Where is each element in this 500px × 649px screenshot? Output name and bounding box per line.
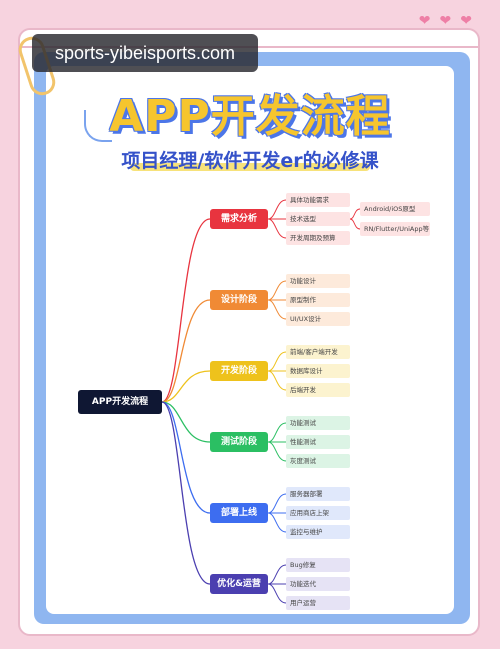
connector-line bbox=[161, 401, 211, 443]
connector-line bbox=[267, 299, 287, 320]
highlight-marker bbox=[130, 163, 370, 171]
hearts-decoration: ❤ ❤ ❤ bbox=[419, 14, 472, 28]
connector-line bbox=[267, 493, 287, 514]
mindmap-leaf: Bug修复 bbox=[286, 558, 350, 572]
mindmap-leaf: 前端/客户端开发 bbox=[286, 345, 350, 359]
curved-arrow-icon bbox=[84, 110, 112, 142]
connector-line bbox=[267, 370, 287, 391]
mindmap-stage: 开发阶段 bbox=[210, 361, 268, 381]
mindmap-leaf: 原型制作 bbox=[286, 293, 350, 307]
connector-line bbox=[267, 280, 287, 301]
watermark: sports-yibeisports.com bbox=[32, 34, 258, 72]
connector-line bbox=[267, 218, 287, 239]
connector-line bbox=[161, 401, 211, 585]
connector-line bbox=[267, 422, 287, 443]
connector-line bbox=[161, 401, 211, 514]
page-title: APP开发流程 bbox=[109, 91, 391, 142]
connector-line bbox=[267, 351, 287, 372]
mindmap-leaf: 开发周期及预算 bbox=[286, 231, 350, 245]
mindmap-leaf: 功能测试 bbox=[286, 416, 350, 430]
mindmap-leaf: 监控与维护 bbox=[286, 525, 350, 539]
heart-icon: ❤ bbox=[418, 13, 431, 29]
connector-line bbox=[267, 512, 287, 533]
connector-line bbox=[349, 208, 361, 220]
heart-icon: ❤ bbox=[439, 13, 452, 29]
connector-line bbox=[267, 441, 287, 462]
mindmap-leaf: 功能迭代 bbox=[286, 577, 350, 591]
mindmap-subleaf: RN/Flutter/UniApp等 bbox=[360, 222, 430, 236]
mindmap-leaf: 灰度测试 bbox=[286, 454, 350, 468]
mindmap-stage: 优化&运营 bbox=[210, 574, 268, 594]
connector-line bbox=[267, 199, 287, 220]
connector-line bbox=[267, 583, 287, 604]
mindmap-leaf: 服务器部署 bbox=[286, 487, 350, 501]
mindmap-leaf: 功能设计 bbox=[286, 274, 350, 288]
connector-line bbox=[349, 218, 361, 230]
mindmap-leaf: UI/UX设计 bbox=[286, 312, 350, 326]
mindmap-leaf: 技术选型 bbox=[286, 212, 350, 226]
page-subtitle: 项目经理/软件开发er的必修课 bbox=[121, 150, 379, 172]
mindmap-leaf: 数据库设计 bbox=[286, 364, 350, 378]
mindmap-stage: 需求分析 bbox=[210, 209, 268, 229]
connector-line bbox=[161, 370, 211, 403]
connector-line bbox=[161, 218, 211, 403]
mindmap-leaf: 后端开发 bbox=[286, 383, 350, 397]
mindmap-leaf: 应用商店上架 bbox=[286, 506, 350, 520]
mindmap-stage: 部署上线 bbox=[210, 503, 268, 523]
connector-line bbox=[161, 299, 211, 403]
mindmap-leaf: 性能测试 bbox=[286, 435, 350, 449]
mindmap-root: APP开发流程 bbox=[78, 390, 162, 414]
connector-line bbox=[267, 564, 287, 585]
mindmap-leaf: 具体功能需求 bbox=[286, 193, 350, 207]
mindmap-subleaf: Android/iOS原型 bbox=[360, 202, 430, 216]
mindmap-stage: 测试阶段 bbox=[210, 432, 268, 452]
mindmap-leaf: 用户运营 bbox=[286, 596, 350, 610]
mindmap-stage: 设计阶段 bbox=[210, 290, 268, 310]
heart-icon: ❤ bbox=[460, 13, 472, 29]
